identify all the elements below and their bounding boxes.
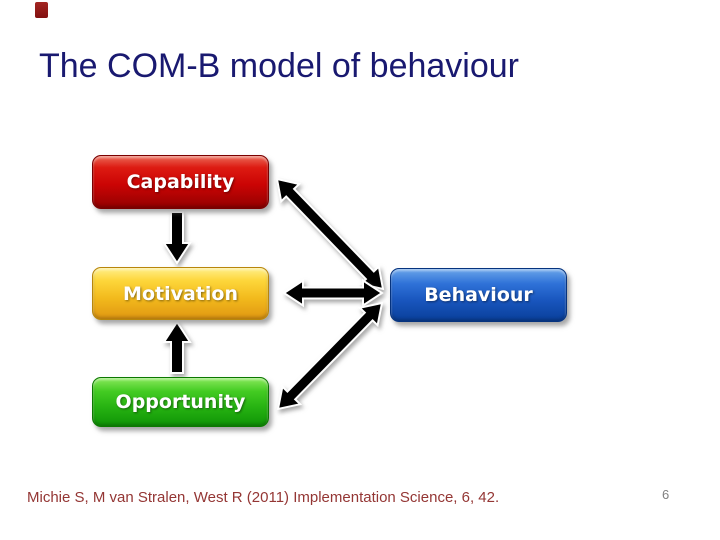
arrow: [162, 211, 192, 265]
node-behaviour: Behaviour: [390, 268, 567, 322]
node-opportunity-label: Opportunity: [115, 391, 246, 413]
arrow: [276, 301, 384, 411]
arrow: [162, 320, 192, 374]
node-capability-label: Capability: [126, 171, 235, 193]
node-capability: Capability: [92, 155, 269, 209]
citation: Michie S, M van Stralen, West R (2011) I…: [27, 489, 500, 506]
slide-accent-mark: [35, 2, 48, 18]
node-motivation: Motivation: [92, 267, 269, 320]
arrow: [275, 177, 385, 291]
node-motivation-label: Motivation: [123, 282, 238, 305]
node-opportunity: Opportunity: [92, 377, 269, 427]
slide-title: The COM-B model of behaviour: [39, 47, 519, 85]
node-behaviour-label: Behaviour: [424, 284, 533, 306]
arrow: [282, 278, 384, 308]
page-number: 6: [662, 487, 670, 502]
